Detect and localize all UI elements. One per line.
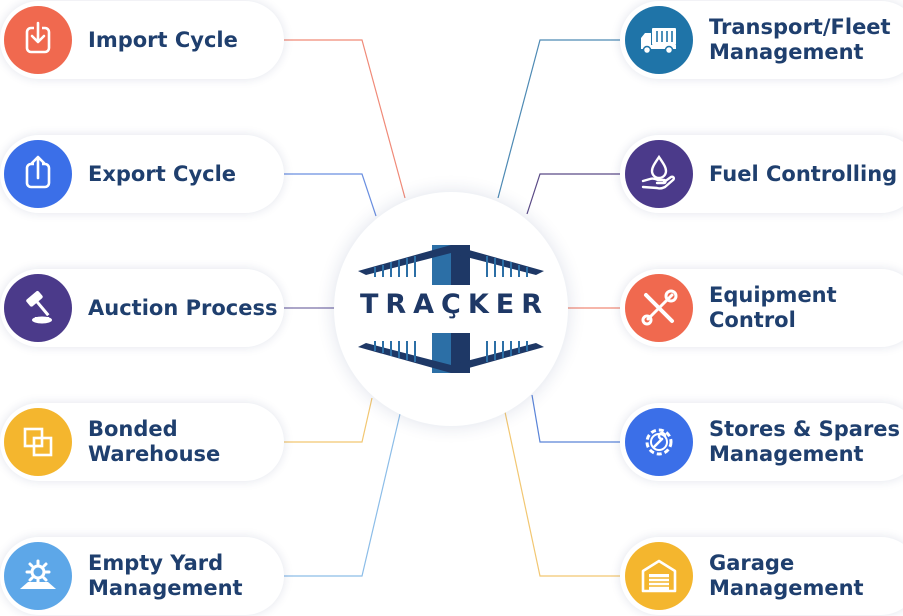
connector-bonded-warehouse <box>284 397 373 443</box>
module-transport-fleet-management[interactable]: Transport/Fleet Management <box>620 1 903 79</box>
connector-stores-spares-management <box>531 394 620 443</box>
truck-icon <box>625 6 693 74</box>
warehouse-boxes-icon <box>4 408 72 476</box>
module-label: Fuel Controlling <box>709 161 898 186</box>
import-icon <box>4 6 72 74</box>
module-label: Import Cycle <box>88 27 238 52</box>
connector-import-cycle <box>284 39 406 199</box>
tracker-hub: TRAÇKER <box>334 192 568 426</box>
module-label: Transport/Fleet Management <box>709 15 891 64</box>
garage-icon <box>625 542 693 610</box>
module-label: Export Cycle <box>88 161 237 186</box>
module-auction-process[interactable]: Auction Process <box>0 269 284 347</box>
module-label: Stores & Spares Management <box>709 417 901 466</box>
module-import-cycle[interactable]: Import Cycle <box>0 1 284 79</box>
yard-gear-icon <box>4 542 72 610</box>
connector-export-cycle <box>284 173 377 217</box>
module-equipment-control[interactable]: Equipment Control <box>620 269 903 347</box>
module-garage-management[interactable]: Garage Management <box>620 537 903 615</box>
connector-empty-yard-management <box>284 413 401 577</box>
module-label: Bonded Warehouse <box>88 417 221 466</box>
tracker-logo-text: TRAÇKER <box>359 289 550 320</box>
module-empty-yard-management[interactable]: Empty Yard Management <box>0 537 284 615</box>
fuel-drop-hand-icon <box>625 140 693 208</box>
connector-garage-management <box>504 411 620 577</box>
connector-fuel-controlling <box>526 173 620 215</box>
tools-icon <box>625 274 693 342</box>
module-export-cycle[interactable]: Export Cycle <box>0 135 284 213</box>
module-stores-spares-management[interactable]: Stores & Spares Management <box>620 403 903 481</box>
module-label: Auction Process <box>88 295 278 320</box>
tracker-logo-icon <box>358 245 544 373</box>
export-icon <box>4 140 72 208</box>
module-label: Empty Yard Management <box>88 551 243 600</box>
connector-transport-fleet-management <box>497 39 620 199</box>
module-bonded-warehouse[interactable]: Bonded Warehouse <box>0 403 284 481</box>
module-label: Equipment Control <box>709 283 837 332</box>
gavel-icon <box>4 274 72 342</box>
gear-wrench-icon <box>625 408 693 476</box>
module-label: Garage Management <box>709 551 864 600</box>
module-fuel-controlling[interactable]: Fuel Controlling <box>620 135 903 213</box>
